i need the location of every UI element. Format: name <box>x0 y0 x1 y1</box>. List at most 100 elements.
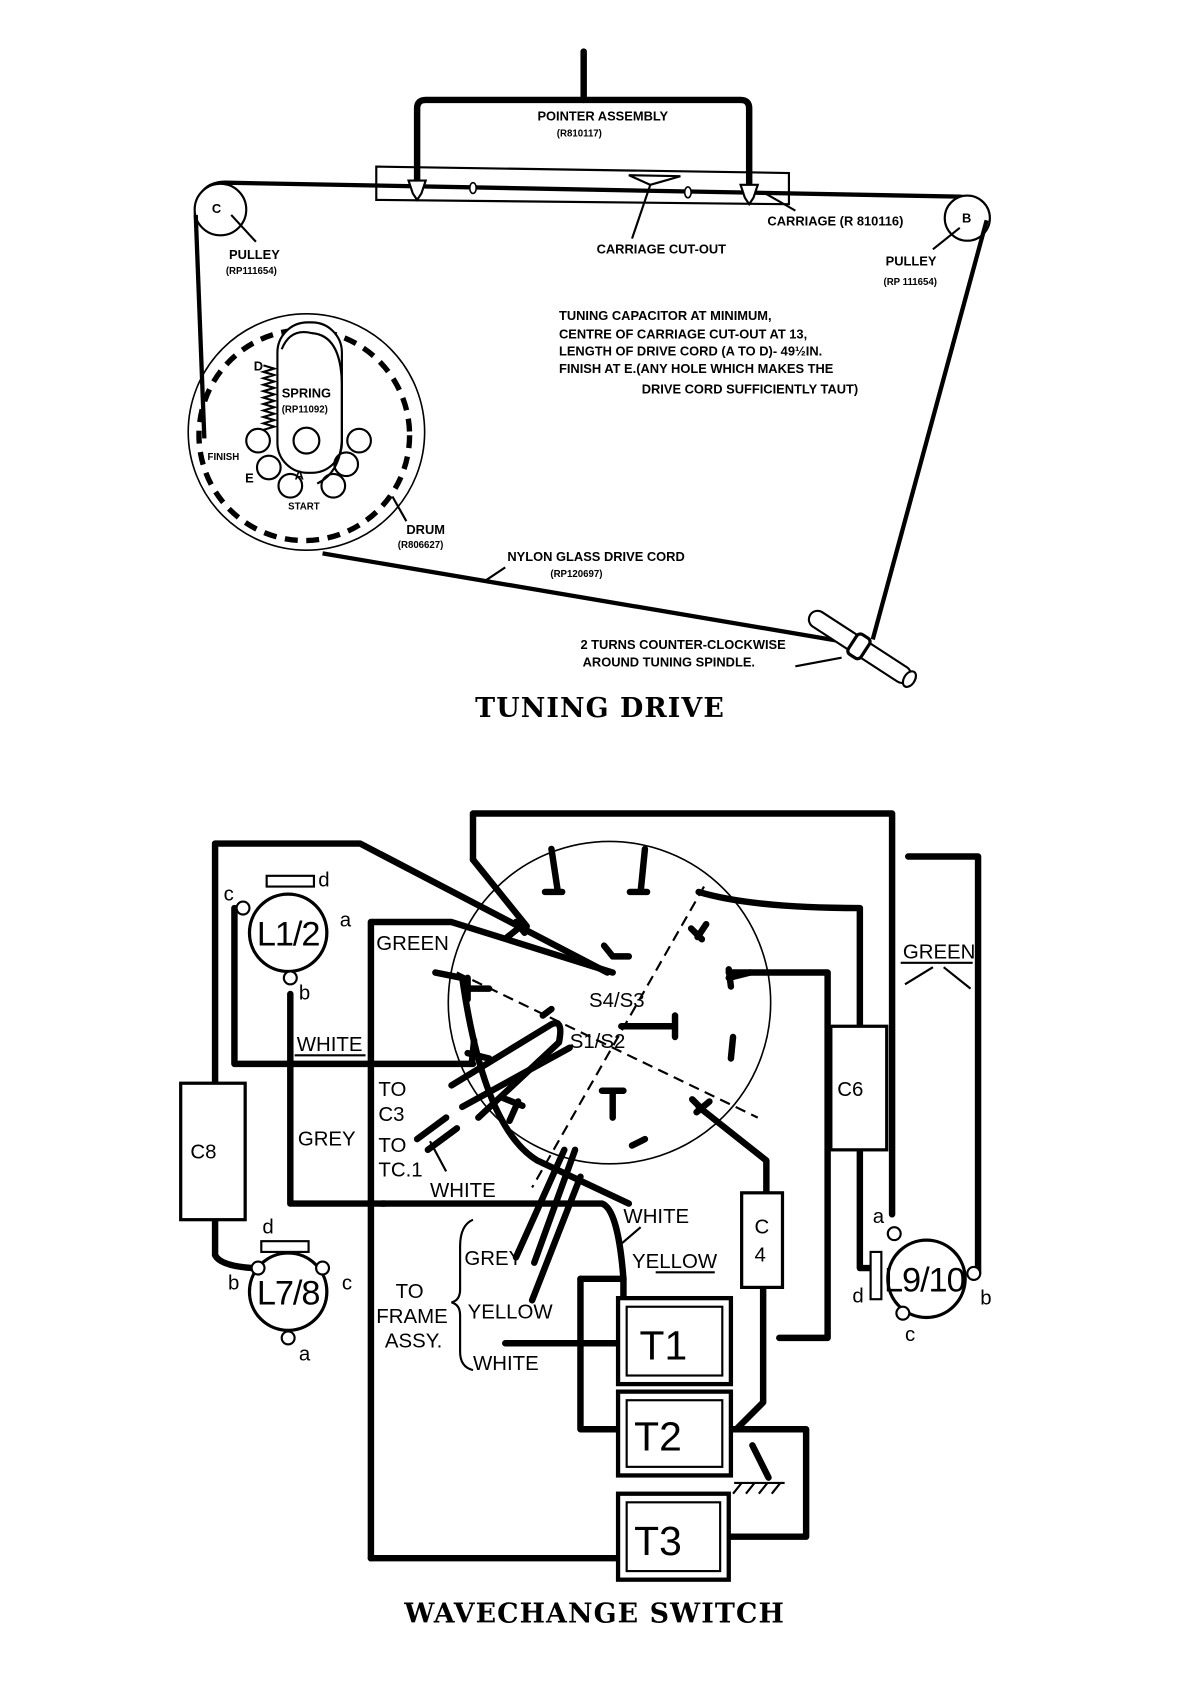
drum-hole <box>320 472 347 499</box>
wire-white-tc: WHITE <box>430 1180 496 1202</box>
to-c3-line1: TO <box>378 1079 406 1101</box>
pointer-part: (R810117) <box>557 128 602 139</box>
wafer-s1-s2: S1/S2 <box>570 1031 626 1053</box>
wafer-s4-s3: S4/S3 <box>589 990 645 1012</box>
pulley-b-leader <box>932 226 961 251</box>
carriage <box>375 165 791 206</box>
drive-cord-left <box>193 214 207 439</box>
carriage-cutout <box>628 174 681 186</box>
pin-d: d <box>262 1217 273 1239</box>
carriage-leader <box>764 192 796 212</box>
wire-white-right: WHITE <box>623 1206 689 1228</box>
drive-cord-right <box>870 219 989 640</box>
capacitor-c6 <box>829 1024 889 1152</box>
transformer-t3-label: T3 <box>634 1518 682 1564</box>
drum-hole <box>346 427 372 454</box>
drum-spring: SPRING <box>282 386 331 401</box>
pin-a: a <box>873 1206 885 1228</box>
pulley-c <box>193 182 248 237</box>
wire-white-left: WHITE <box>297 1034 363 1056</box>
frame-wire-grey: GREY <box>464 1248 522 1270</box>
white-tc-leader <box>429 1140 448 1172</box>
drum-cord-wrap <box>280 331 343 485</box>
pulley-c-part: (RP111654) <box>226 266 277 277</box>
pulley-c-letter: C <box>212 201 221 216</box>
pointer-assembly <box>413 96 753 194</box>
cord-part: (RP120697) <box>550 569 602 580</box>
wafer-divider <box>531 886 705 1188</box>
drum-hole <box>277 472 304 499</box>
pulley-b-label: PULLEY <box>886 253 937 268</box>
note-line: FINISH AT E.(ANY HOLE WHICH MAKES THE <box>559 361 834 376</box>
wire-green-right: GREEN <box>903 942 976 964</box>
to-frame-line2: FRAME <box>376 1306 447 1328</box>
pulley-b <box>943 194 991 242</box>
cord-clip <box>468 181 478 195</box>
tuning-spindle <box>807 609 917 688</box>
wavechange-switch: S4/S3 S1/S2 L1/2 d c a b <box>179 810 992 1630</box>
switch-wafer <box>447 840 772 1165</box>
transformer-t1-label: T1 <box>640 1322 688 1368</box>
pin-d: d <box>852 1285 863 1307</box>
cord-leader <box>485 566 506 582</box>
transformer-t1: T1 <box>615 1295 734 1387</box>
drum-hub <box>292 426 321 455</box>
setup-notes: TUNING CAPACITOR AT MINIMUM, CENTRE OF C… <box>559 308 858 396</box>
pointer-clip-left <box>407 179 428 202</box>
switch-contacts <box>464 845 754 1149</box>
wafer-divider <box>456 971 759 1119</box>
capacitor-c4-label-bottom: 4 <box>755 1245 766 1267</box>
frame-wire-white: WHITE <box>473 1353 539 1375</box>
drum-finish: FINISH <box>208 452 240 463</box>
to-frame-line3: ASSY. <box>385 1331 442 1353</box>
ground-symbol <box>732 1481 785 1495</box>
spindle-leader <box>795 656 842 668</box>
drum-spring-part: (RP11092) <box>282 405 328 416</box>
pin-b: b <box>228 1273 239 1295</box>
wavechange-title: WAVECHANGE SWITCH <box>403 1599 785 1630</box>
pin-a: a <box>299 1343 311 1365</box>
pulley-c-label: PULLEY <box>229 247 280 262</box>
pin-d: d <box>318 870 329 892</box>
coil-l78-label: L7/8 <box>257 1275 320 1313</box>
to-tc1-line1: TO <box>378 1135 406 1157</box>
capacitor-c4 <box>740 1191 785 1290</box>
wire-green-left: GREEN <box>376 933 449 955</box>
green-right-leaders <box>900 961 973 990</box>
note-line: TUNING CAPACITOR AT MINIMUM, <box>559 308 772 323</box>
pulley-c-leader <box>230 214 257 243</box>
drum-e: E <box>245 471 254 486</box>
white-right-leader <box>617 1226 642 1248</box>
coil-l78: L7/8 d b c a <box>228 1217 352 1366</box>
spindle-line1: 2 TURNS COUNTER-CLOCKWISE <box>580 637 786 652</box>
frame-brace <box>451 1218 474 1372</box>
note-line: CENTRE OF CARRIAGE CUT-OUT AT 13, <box>559 327 807 342</box>
coil-l12: L1/2 d c a b <box>224 870 352 1005</box>
cord-label: NYLON GLASS DRIVE CORD <box>507 549 684 564</box>
spring-coil <box>259 364 278 431</box>
pointer-clip-right <box>739 183 760 207</box>
coil-l910-label: L9/10 <box>884 1262 965 1300</box>
note-line: LENGTH OF DRIVE CORD (A TO D)- 49½IN. <box>559 344 822 359</box>
pin-c: c <box>905 1324 915 1346</box>
drum-d: D <box>254 359 263 374</box>
drum-leader <box>391 495 408 522</box>
capacitor-c4-label-top: C <box>755 1217 770 1239</box>
transformer-t2-label: T2 <box>634 1414 682 1460</box>
drum-hole <box>333 451 360 478</box>
capacitor-c8-label: C8 <box>190 1141 216 1163</box>
to-frame-line1: TO <box>396 1281 424 1303</box>
drum <box>187 312 426 552</box>
pin-b: b <box>980 1288 991 1310</box>
pulley-b-letter: B <box>962 210 971 225</box>
capacitor-c6-label: C6 <box>837 1079 863 1101</box>
wire-grey-left: GREY <box>298 1129 356 1151</box>
transformer-t3: T3 <box>615 1491 731 1582</box>
capacitor-c8 <box>179 1081 247 1222</box>
coil-l910: L9/10 a d b c <box>852 1206 991 1346</box>
tuning-drive: POINTER ASSEMBLY (R810117) CARRIAGE (R 8… <box>187 48 991 724</box>
coil-l12-label: L1/2 <box>257 916 320 954</box>
spindle-line2: AROUND TUNING SPINDLE. <box>583 654 755 669</box>
to-c3-line2: C3 <box>378 1104 404 1126</box>
